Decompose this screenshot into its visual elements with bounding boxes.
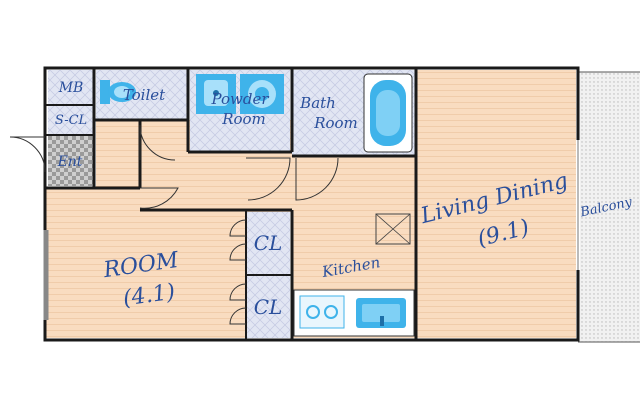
cl-lower-label: CL (254, 295, 283, 319)
scl-floor (48, 106, 94, 134)
washing-machine-icon (240, 74, 284, 114)
washbasin-icon (196, 74, 236, 114)
toilet-label: Toilet (123, 86, 166, 104)
room-floor (46, 188, 246, 338)
scl-label: S-CL (55, 113, 87, 128)
mb-floor (48, 70, 94, 104)
cl-upper-label: CL (254, 231, 283, 255)
ent-floor (48, 136, 94, 186)
storage-box (375, 213, 411, 245)
mb-label: MB (58, 80, 84, 96)
cl-lower-floor (246, 276, 290, 338)
ent-label: Ent (57, 154, 83, 170)
toilet-fixture-icon (100, 80, 136, 104)
bath-room-label-1: Bath (299, 94, 336, 112)
powder-room-label-2: Room (221, 110, 266, 128)
powder-room-label-1: Powder (210, 90, 269, 108)
cl-upper-floor (246, 212, 290, 274)
balcony-area (578, 72, 640, 342)
bath-room-label-2: Room (313, 114, 358, 132)
bathtub-icon (363, 73, 413, 153)
door-swings (9, 124, 339, 325)
